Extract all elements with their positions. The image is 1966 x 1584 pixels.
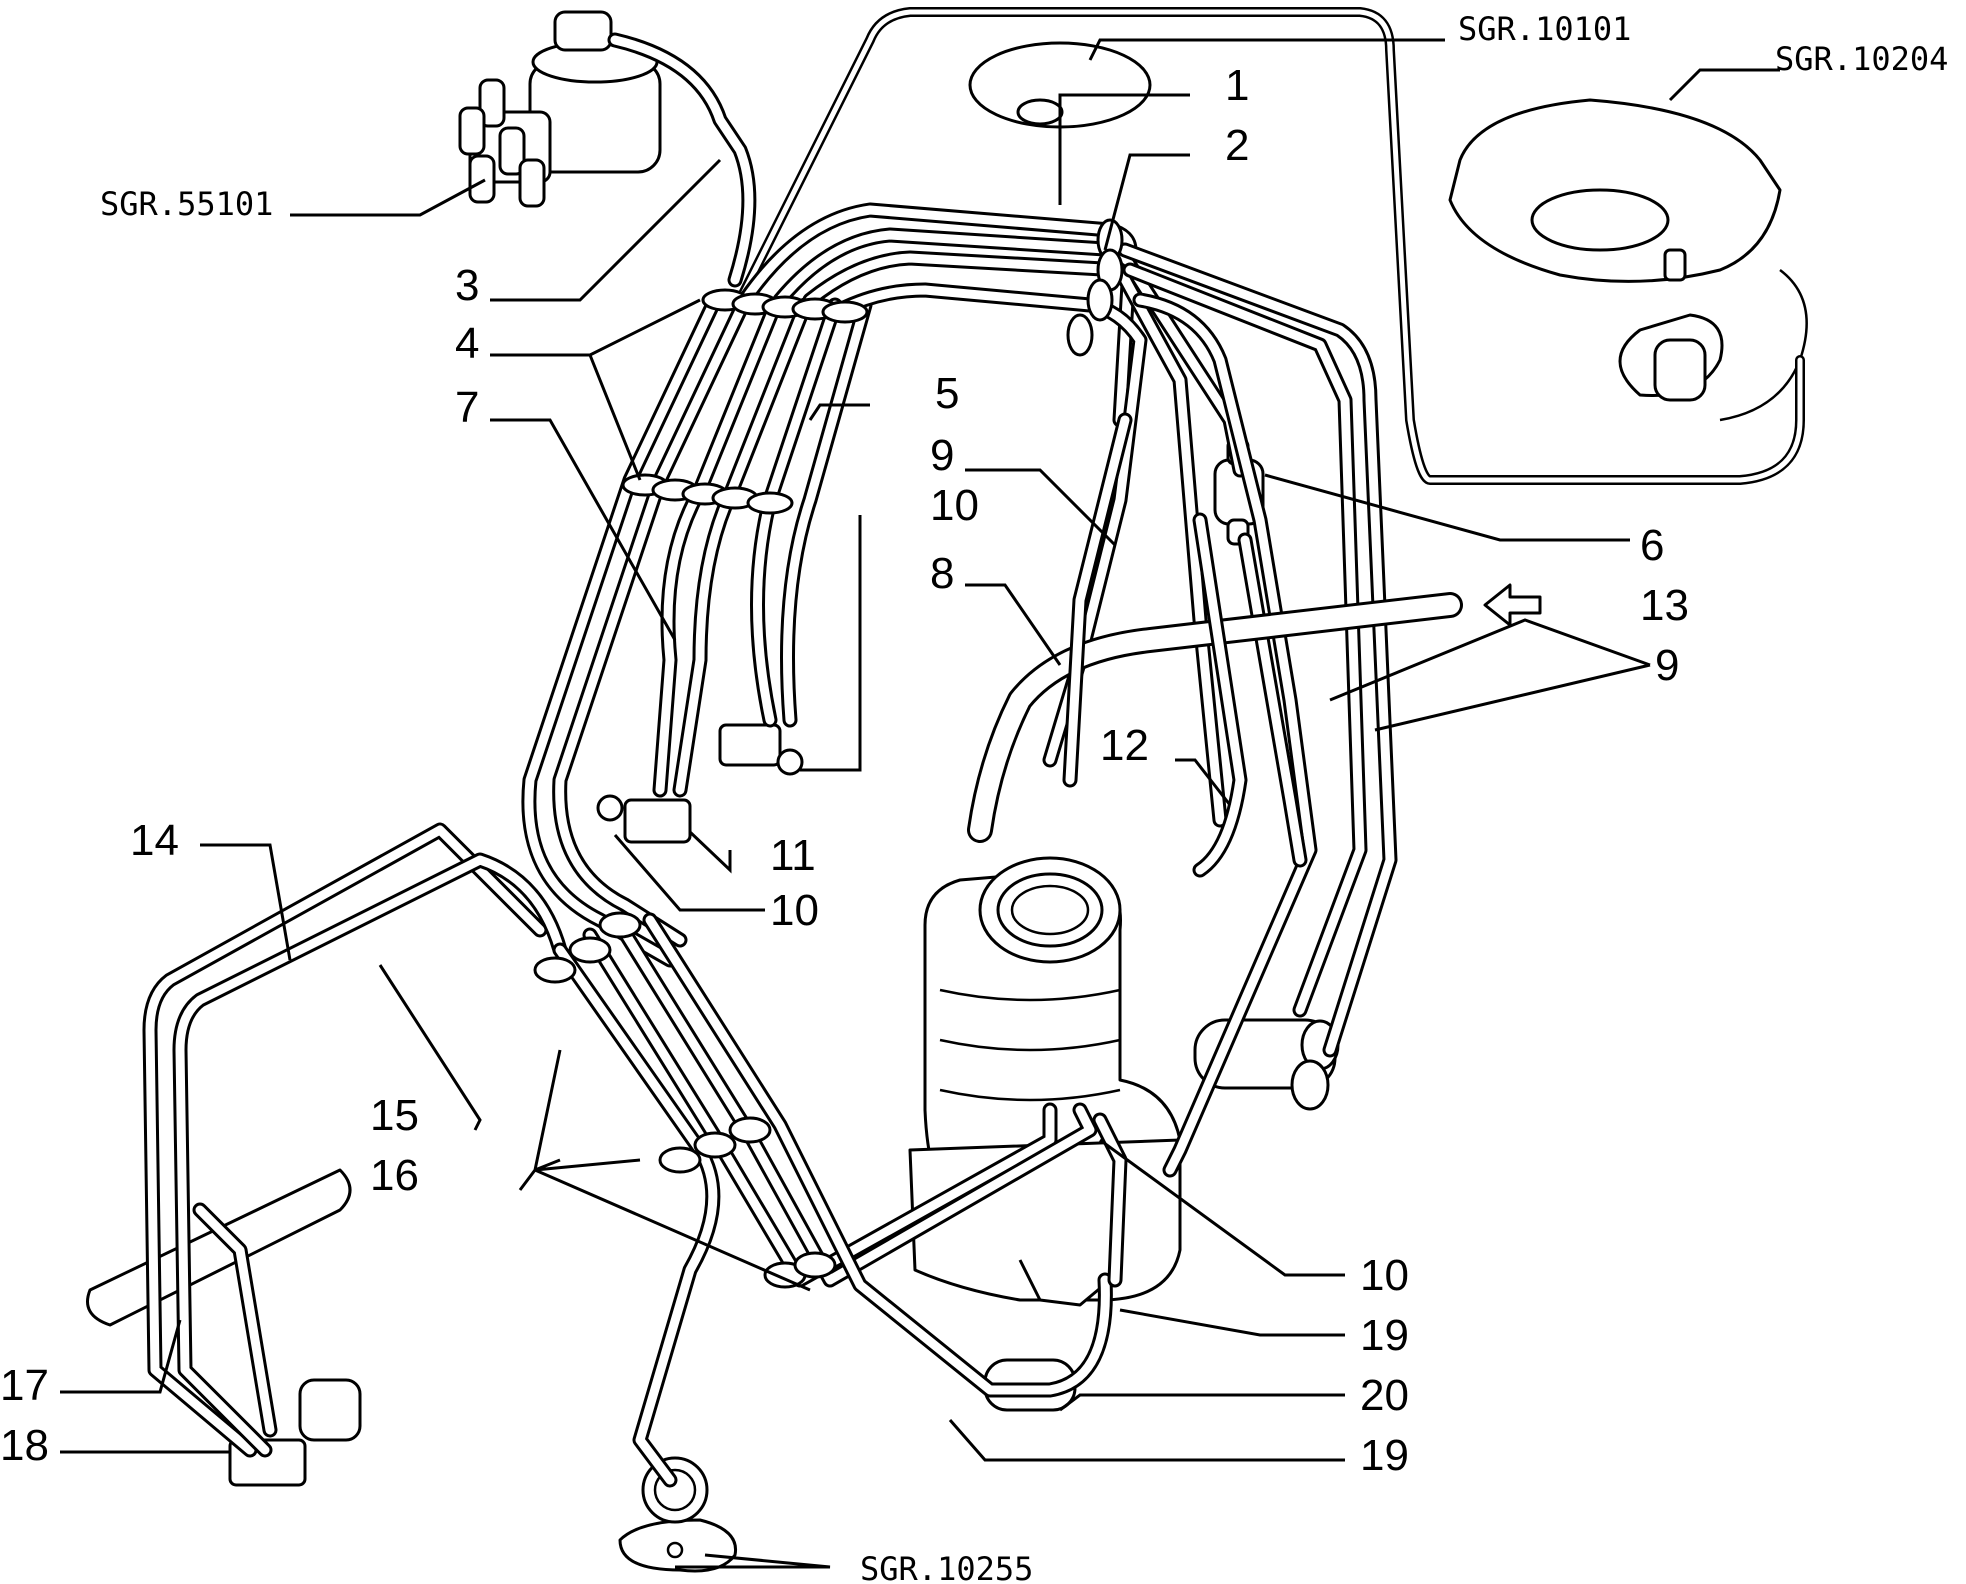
callout-6: 6 bbox=[1640, 521, 1664, 570]
callout-20: 20 bbox=[1360, 1371, 1409, 1420]
ref-sgr-10255: SGR.10255 bbox=[860, 1550, 1033, 1584]
callout-17: 17 bbox=[0, 1361, 49, 1410]
callout-13: 13 bbox=[1640, 581, 1689, 630]
callout-10-middle: 10 bbox=[770, 886, 819, 935]
callout-19-upper: 19 bbox=[1360, 1311, 1409, 1360]
callout-labels: SGR.10101 SGR.10204 SGR.55101 SGR.10255 … bbox=[0, 10, 1948, 1584]
intake-manifold-part bbox=[908, 856, 1182, 1307]
callout-14: 14 bbox=[130, 816, 179, 865]
callout-19-lower: 19 bbox=[1360, 1431, 1409, 1480]
junction-block-upper bbox=[718, 723, 804, 776]
callout-10-upper: 10 bbox=[930, 481, 979, 530]
air-inlet-arrow-icon bbox=[1483, 583, 1542, 627]
callout-12: 12 bbox=[1100, 721, 1149, 770]
hose-routing bbox=[142, 7, 1805, 1488]
egr-valve-part bbox=[618, 1456, 738, 1573]
callout-4: 4 bbox=[455, 319, 479, 368]
ref-sgr-10204: SGR.10204 bbox=[1775, 40, 1948, 78]
callout-3: 3 bbox=[455, 261, 479, 310]
leader-lines bbox=[60, 38, 1780, 1569]
callout-9-upper: 9 bbox=[930, 431, 954, 480]
callout-9-right: 9 bbox=[1655, 641, 1679, 690]
pipe-bracket-part bbox=[86, 1168, 362, 1487]
callout-15: 15 bbox=[370, 1091, 419, 1140]
junction-block-lower bbox=[596, 794, 692, 844]
ref-sgr-10101: SGR.10101 bbox=[1458, 10, 1631, 48]
callout-16: 16 bbox=[370, 1151, 419, 1200]
callout-11: 11 bbox=[770, 831, 816, 880]
air-filter-housing-part bbox=[1448, 98, 1808, 422]
callout-10-lower: 10 bbox=[1360, 1251, 1409, 1300]
callout-5: 5 bbox=[935, 369, 959, 418]
callout-1: 1 bbox=[1225, 61, 1249, 110]
callout-7: 7 bbox=[455, 383, 479, 432]
callout-18: 18 bbox=[0, 1421, 49, 1470]
ref-sgr-55101: SGR.55101 bbox=[100, 185, 273, 223]
callout-8: 8 bbox=[930, 549, 954, 598]
callout-2: 2 bbox=[1225, 121, 1249, 170]
